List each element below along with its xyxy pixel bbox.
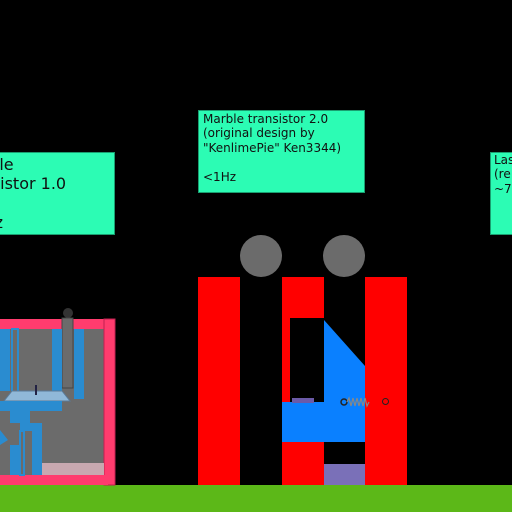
pipe-inner (11, 328, 19, 402)
pipe-down-left (10, 445, 20, 475)
pipe-down-right (32, 423, 42, 475)
wall-left (198, 277, 240, 485)
flipper-assembly[interactable] (280, 318, 370, 488)
pole-ball (63, 308, 73, 318)
pipe-elbow (10, 411, 30, 423)
floor-panel (42, 463, 104, 475)
frame-right (103, 318, 116, 486)
frame-top (0, 319, 108, 329)
bottom-plate (324, 464, 365, 485)
block-top-center (282, 277, 324, 318)
pipe-right (74, 329, 84, 399)
marble-transistor-1-machine[interactable] (0, 305, 120, 487)
marble-ball-left[interactable] (240, 235, 282, 277)
pipe-diagonal (0, 430, 8, 445)
block-center-strip (282, 318, 290, 402)
block-bottom-center (282, 440, 324, 485)
sign-marble-transistor-2: Marble transistor 2.0 (original design b… (198, 110, 365, 193)
flipper-body (282, 320, 365, 442)
wall-right (365, 277, 407, 485)
pipe-joint (20, 423, 42, 431)
pole (61, 317, 74, 389)
pipe-left (0, 329, 10, 391)
pipe-mid (52, 329, 62, 391)
pipe-horizontal (0, 401, 62, 411)
spring-anchor-right (382, 398, 389, 405)
spring (346, 396, 370, 408)
ground (0, 485, 512, 512)
funnel-pin (35, 385, 37, 395)
marble-ball-right[interactable] (323, 235, 365, 277)
sign-marble-transistor-1: Marble transistor 1.0 ~1Hz (0, 152, 115, 235)
pipe-thin (19, 430, 25, 476)
frame-bottom (0, 475, 108, 485)
sign-left-text: Marble transistor 1.0 ~1Hz (0, 155, 67, 232)
sign-laser: Las (re ~7 (490, 152, 512, 235)
latch (292, 398, 314, 403)
